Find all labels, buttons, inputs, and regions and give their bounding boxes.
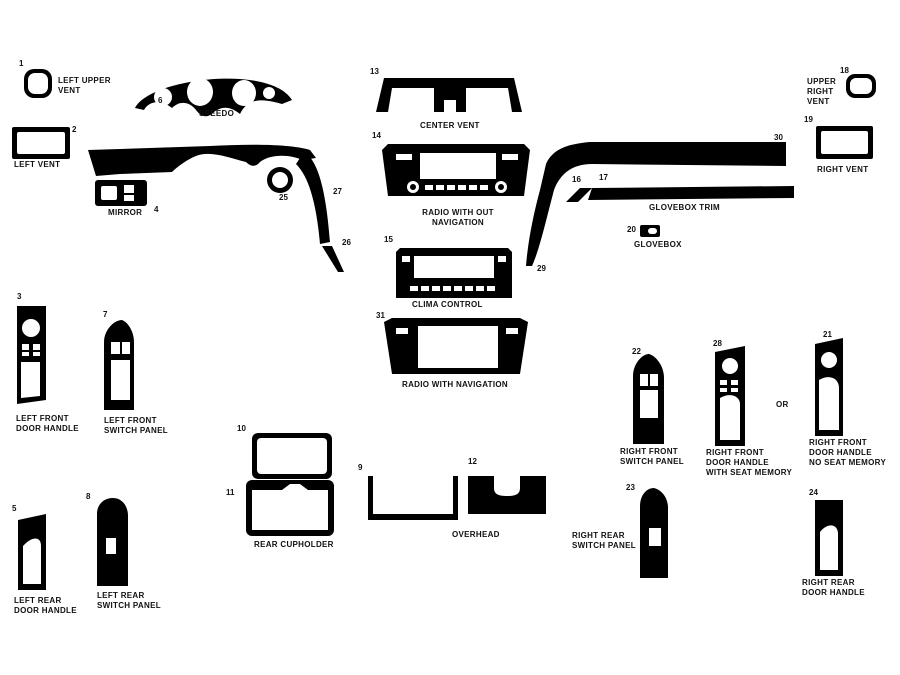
part-label-7: LEFT FRONT SWITCH PANEL (104, 416, 168, 435)
part-label-4: MIRROR (108, 208, 143, 217)
part-16-glovebox-trim-end (566, 188, 592, 202)
part-number-9: 9 (358, 463, 363, 472)
part-25-ring (267, 167, 293, 193)
part-label-6: SPEEDO (199, 109, 235, 118)
part-13-center-vent (376, 78, 522, 112)
part-number-20: 20 (627, 225, 636, 234)
part-9-overhead-frame (368, 476, 458, 520)
part-6-speedo (135, 78, 292, 117)
part-number-4: 4 (154, 205, 159, 214)
part-number-10: 10 (237, 424, 246, 433)
part-28-right-front-door-handle-memory (715, 346, 745, 446)
part-label-2: LEFT VENT (14, 160, 61, 169)
part-number-25: 25 (279, 193, 288, 202)
part-number-23: 23 (626, 483, 635, 492)
part-number-26: 26 (342, 238, 351, 247)
part-left-dash-trim (88, 144, 316, 176)
part-label-28: RIGHT FRONT DOOR HANDLE WITH SEAT MEMORY (706, 448, 793, 477)
part-number-6: 6 (158, 96, 163, 105)
part-label-5: LEFT REAR DOOR HANDLE (14, 596, 77, 615)
part-number-17: 17 (599, 173, 608, 182)
part-4-mirror (95, 180, 147, 206)
part-label-1: LEFT UPPER VENT (58, 76, 111, 95)
part-label-21: RIGHT FRONT DOOR HANDLE NO SEAT MEMORY (809, 438, 887, 467)
part-number-21: 21 (823, 330, 832, 339)
part-label-14: RADIO WITH OUT NAVIGATION (422, 208, 494, 227)
part-label-18: UPPER RIGHT VENT (807, 77, 837, 106)
part-23-right-rear-switch-panel (640, 488, 668, 578)
part-number-3: 3 (17, 292, 22, 301)
rear-cupholder-label: REAR CUPHOLDER (254, 540, 334, 549)
part-1-left-upper-vent (24, 69, 52, 98)
part-label-15: CLIMA CONTROL (412, 300, 483, 309)
part-31-radio-with-navigation (384, 318, 528, 374)
part-27-left-pillar (296, 152, 330, 244)
or-label: OR (776, 400, 789, 409)
part-number-19: 19 (804, 115, 813, 124)
part-number-15: 15 (384, 235, 393, 244)
part-2-left-vent (12, 127, 70, 159)
part-number-5: 5 (12, 504, 17, 513)
part-label-22: RIGHT FRONT SWITCH PANEL (620, 447, 684, 466)
part-label-13: CENTER VENT (420, 121, 480, 130)
part-number-16: 16 (572, 175, 581, 184)
part-number-2: 2 (72, 125, 77, 134)
part-15-clima-control (396, 248, 512, 298)
part-11-rear-cupholder-bottom (246, 480, 334, 536)
part-number-8: 8 (86, 492, 91, 501)
part-29-right-pillar (526, 190, 554, 266)
part-8-left-rear-switch-panel (97, 498, 128, 586)
part-label-20: GLOVEBOX (634, 240, 682, 249)
part-label-24: RIGHT REAR DOOR HANDLE (802, 578, 865, 597)
part-number-18: 18 (840, 66, 849, 75)
part-label-19: RIGHT VENT (817, 165, 869, 174)
part-number-13: 13 (370, 67, 379, 76)
part-number-24: 24 (809, 488, 818, 497)
part-number-30: 30 (774, 133, 783, 142)
part-number-29: 29 (537, 264, 546, 273)
glovebox-trim-label: GLOVEBOX TRIM (649, 203, 721, 212)
part-number-28: 28 (713, 339, 722, 348)
part-label-23: RIGHT REAR SWITCH PANEL (572, 531, 636, 550)
part-19-right-vent (816, 126, 873, 159)
part-label-3: LEFT FRONT DOOR HANDLE (16, 414, 79, 433)
part-17-glovebox-trim (588, 186, 794, 200)
part-7-left-front-switch-panel (104, 320, 134, 410)
part-26-left-pillar-tip (322, 246, 344, 272)
part-label-8: LEFT REAR SWITCH PANEL (97, 591, 161, 610)
part-5-left-rear-door-handle (18, 514, 46, 590)
part-number-1: 1 (19, 59, 24, 68)
overhead-label: OVERHEAD (452, 530, 500, 539)
part-30-right-dash-trim (540, 142, 786, 190)
part-number-7: 7 (103, 310, 108, 319)
part-18-upper-right-vent (846, 74, 876, 98)
part-12-overhead-panel (468, 476, 546, 514)
part-number-22: 22 (632, 347, 641, 356)
part-24-right-rear-door-handle (815, 500, 843, 576)
part-number-31: 31 (376, 311, 385, 320)
part-number-11: 11 (226, 488, 235, 497)
part-number-12: 12 (468, 457, 477, 466)
part-number-27: 27 (333, 187, 342, 196)
part-number-14: 14 (372, 131, 381, 140)
part-3-left-front-door-handle (17, 306, 46, 404)
part-20-glovebox (640, 225, 660, 237)
part-14-radio-without-navigation (382, 144, 530, 196)
part-21-right-front-door-handle-no-memory (815, 338, 843, 436)
part-22-right-front-switch-panel (633, 354, 664, 444)
part-10-rear-cupholder-top (252, 433, 332, 479)
part-label-31: RADIO WITH NAVIGATION (402, 380, 508, 389)
